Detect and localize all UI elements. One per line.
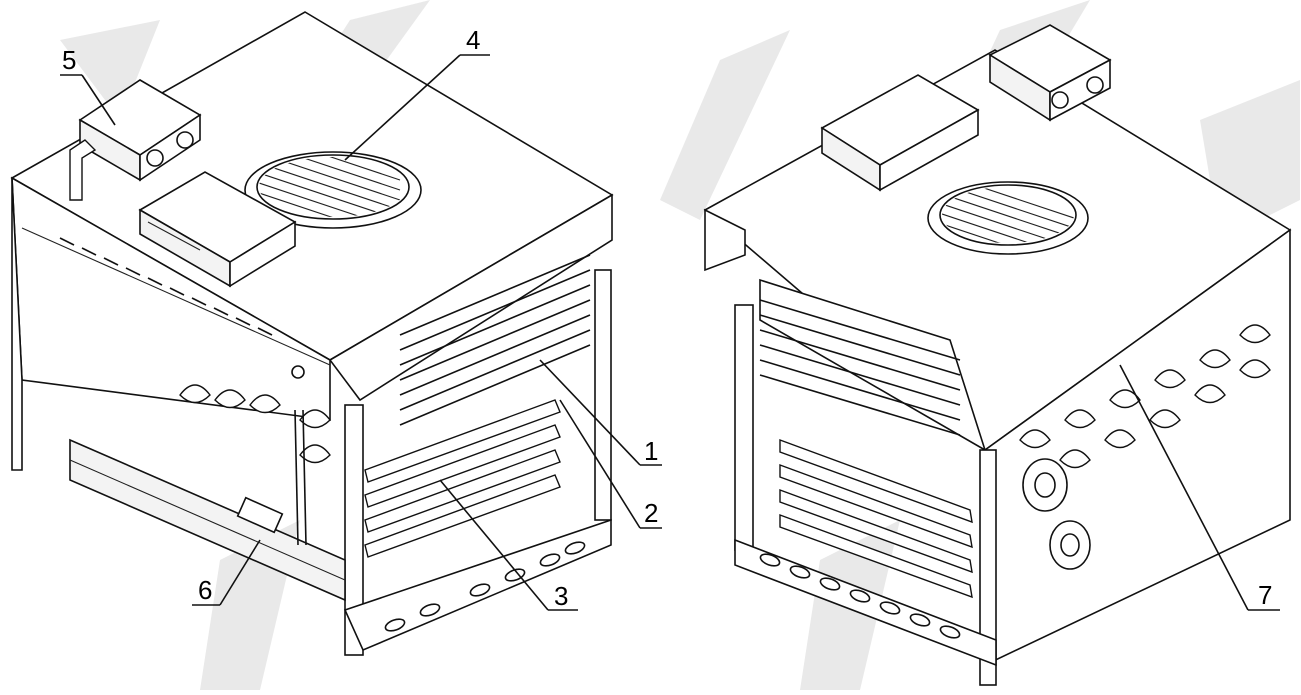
left-burner-ramps <box>364 399 561 558</box>
left-front-post <box>344 404 364 656</box>
left-hood <box>328 193 613 402</box>
callout-6: 6 <box>198 575 212 605</box>
left-rear-post <box>594 269 612 521</box>
left-control-box <box>138 171 297 288</box>
callout-3: 3 <box>554 581 568 611</box>
right-gas-valve <box>988 24 1112 122</box>
left-front-screw <box>291 365 305 379</box>
right-corner-post <box>979 449 997 686</box>
right-flue-outlet <box>927 181 1089 255</box>
callout-lines <box>60 54 1280 611</box>
right-water-headers <box>1019 324 1271 469</box>
right-flanges <box>1022 458 1091 570</box>
right-upper-tubes <box>759 299 961 436</box>
left-front-vents <box>59 237 273 336</box>
callout-2: 2 <box>644 498 658 528</box>
right-front-post <box>734 304 754 551</box>
right-side-flap <box>704 208 746 272</box>
left-door-handle <box>236 496 284 534</box>
left-water-headers <box>179 384 331 464</box>
left-side-wall <box>11 177 23 471</box>
right-control-box <box>820 74 980 192</box>
left-gas-valve <box>69 79 202 201</box>
right-burner-ramps <box>779 438 973 599</box>
left-flue-outlet <box>244 151 422 229</box>
right-bottom-slots <box>759 553 961 639</box>
callout-1: 1 <box>644 436 658 466</box>
left-bottom-slots <box>384 541 586 632</box>
right-boiler-view <box>703 24 1292 686</box>
callout-4: 4 <box>466 25 480 55</box>
left-boiler-view <box>10 11 614 656</box>
callout-7: 7 <box>1258 580 1272 610</box>
callout-5: 5 <box>62 45 76 75</box>
left-upper-tubes <box>399 254 591 426</box>
